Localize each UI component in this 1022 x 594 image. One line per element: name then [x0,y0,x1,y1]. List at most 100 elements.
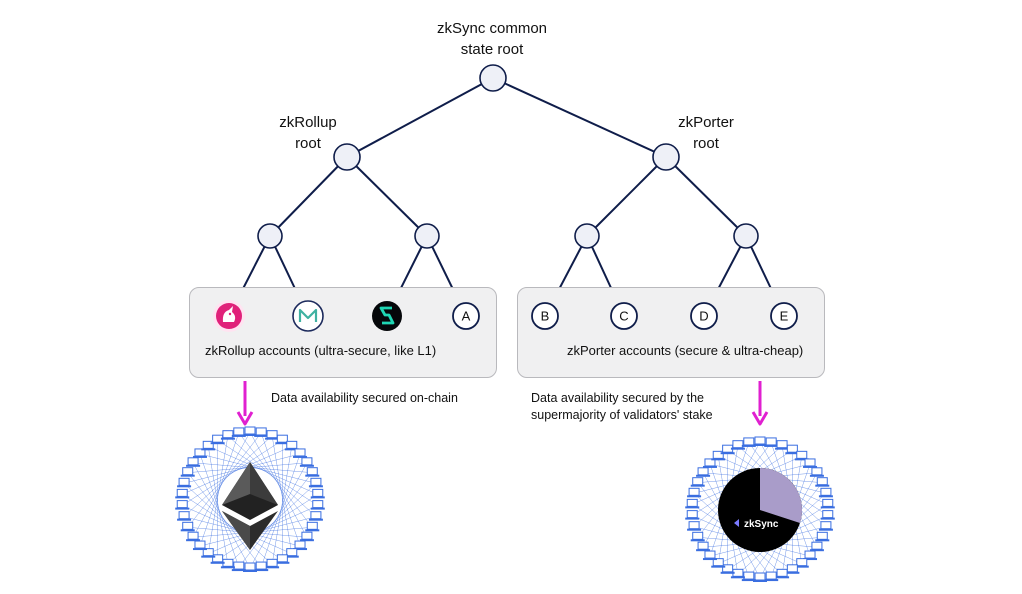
zkporter-root-label: zkPorter root [656,112,756,154]
root-label-line2: state root [460,41,524,58]
laptop-icon [794,450,809,461]
tree-node [479,64,507,92]
laptop-icon [741,571,756,582]
laptop-icon [180,467,195,477]
tree-node [574,223,600,249]
laptop-icon [753,436,767,446]
network-link [187,472,262,568]
laptop-icon [305,521,320,532]
laptop-icon [803,550,818,561]
zkrollup-root-label-line2: root [295,135,321,152]
network-link [260,432,301,547]
network-link [238,472,313,568]
laptop-icon [175,500,190,510]
laptop-icon [192,448,207,458]
network-link [217,494,318,561]
tree-edge [665,156,747,237]
laptop-icon [177,511,192,521]
zksync-pie-icon: zkSync [718,468,802,552]
network-link [187,432,262,528]
zksync-arrows-icon [734,519,739,527]
laptop-icon [753,572,767,582]
laptop-icon [299,531,314,542]
laptop-icon [775,440,790,450]
tree-edge [346,77,494,158]
laptop-icon [696,467,711,477]
account-leaf-node [531,302,559,330]
laptop-icon [293,540,308,551]
laptop-icon [275,554,290,564]
tree-node [414,223,440,249]
maker-m-icon [292,300,324,332]
laptop-icon [818,487,833,498]
network-link [227,435,317,517]
laptop-icon [687,487,702,498]
ethereum-diamond-icon [222,462,278,550]
network-link [271,435,293,554]
network-link [249,462,308,569]
zkporter-validator-network: zkSync [685,436,835,582]
laptop-icon [254,427,269,437]
network-link [249,431,308,538]
network-link [199,453,240,568]
account-leaf-node [452,302,480,330]
tree-edge [269,156,348,237]
laptop-icon [820,498,835,509]
laptop-icon [299,457,314,467]
laptop-icon [815,477,830,487]
network-link [192,462,251,569]
network-link [207,446,229,565]
network-link [227,483,317,565]
network-link [199,453,316,484]
laptop-icon [794,558,809,568]
laptop-icon [177,477,192,488]
tree-node [333,143,361,171]
network-link [260,453,301,568]
laptop-icon [809,467,824,477]
tree-edge [346,156,428,237]
laptop-icon [186,531,201,542]
right-availability-note: Data availability secured by the superma… [531,390,713,424]
account-leaf-letter: B [541,309,550,324]
account-leaf-node [770,302,798,330]
laptop-icon [243,562,257,572]
laptop-icon [293,448,308,458]
tree-node [652,143,680,171]
laptop-icon [210,554,225,564]
tree-node [733,223,759,249]
account-leaf-node [690,302,718,330]
laptop-icon [201,440,216,451]
laptop-icon [741,437,756,447]
laptop-icon [231,427,246,437]
laptop-icon [702,550,717,561]
account-leaf-letter: C [619,309,628,324]
network-link [183,435,273,517]
laptop-icon [310,488,325,499]
network-link [183,483,273,565]
laptop-icon [687,521,702,531]
left-availability-arrow [236,381,254,426]
network-link [192,431,251,538]
laptop-icon [186,457,201,467]
tree-edge [586,156,667,237]
laptop-icon [764,437,779,447]
laptop-icon [775,568,790,579]
account-leaf-letter: E [780,309,789,324]
laptop-icon [685,498,700,509]
laptop-icon [818,521,833,531]
zkporter-accounts-box [517,287,825,378]
laptop-icon [702,458,717,468]
laptop-icon [815,531,830,542]
tree-node [257,223,283,249]
zkporter-root-label-line1: zkPorter [678,114,734,131]
laptop-icon [685,510,700,520]
network-link [217,439,318,506]
zkrollup-accounts-box [189,287,497,378]
uniswap-unicorn-icon [213,300,245,332]
laptop-icon [275,434,290,445]
root-label: zkSync common state root [412,18,572,60]
network-link [199,432,240,547]
account-leaf-letter: A [462,309,471,324]
laptop-icon [180,521,195,532]
